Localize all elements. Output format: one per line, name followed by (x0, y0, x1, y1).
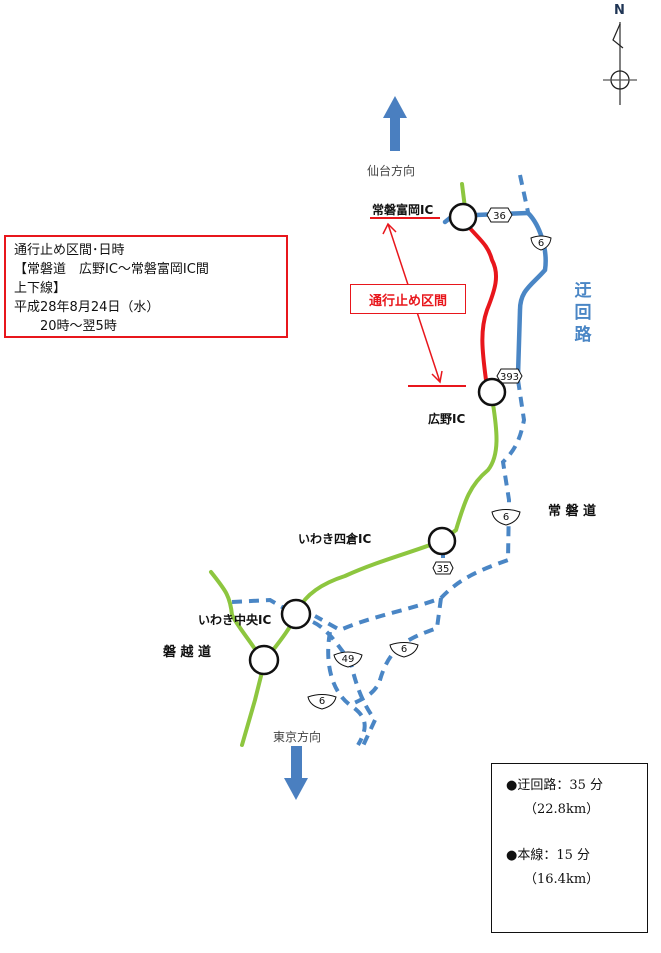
travel-time-legend: ●迂回路：35 分 （22.8km） ●本線：15 分 （16.4km） (491, 763, 648, 933)
detour-label-char: 迂 (574, 281, 592, 301)
interchange-hirono-icon (477, 377, 507, 407)
ic-label-iwaki-chuo: いわき中央IC (198, 613, 272, 627)
expressway-label-banetsu: 磐 越 道 (163, 645, 212, 660)
svg-text:49: 49 (342, 654, 355, 665)
legend-mainline-time: ●本線：15 分 (506, 848, 591, 863)
closure-title: 通行止め区間･日時 (14, 243, 125, 258)
north-direction-arrow (383, 96, 407, 151)
closure-time: 20時～翌5時 (14, 319, 117, 334)
interchange-iwaki-chuo-icon (280, 598, 312, 630)
svg-text:6: 6 (401, 644, 407, 655)
route-shield-6-joban: 6 (491, 509, 521, 526)
legend-detour-distance: （22.8km） (524, 802, 600, 817)
junction-banetsu-icon (248, 644, 280, 676)
ic-label-tomioka: 常磐富岡IC (372, 203, 434, 217)
svg-text:393: 393 (500, 372, 519, 383)
closed-section-line (466, 224, 499, 381)
svg-text:6: 6 (319, 696, 325, 707)
route-shield-6-south: 6 (307, 694, 337, 710)
closure-date: 平成28年8月24日（水） (14, 300, 160, 315)
expressway-label-joban: 常 磐 道 (548, 504, 597, 519)
closure-section-cont: 上下線】 (14, 281, 67, 296)
direction-south-label: 東京方向 (273, 730, 322, 744)
svg-text:6: 6 (538, 238, 544, 249)
route-shield-6-north: 6 (530, 235, 552, 251)
compass-icon (603, 22, 637, 105)
closed-section-label: 通行止め区間 (350, 284, 466, 314)
route-shield-6-east: 6 (389, 642, 419, 658)
ic-label-yotsukura: いわき四倉IC (298, 532, 372, 546)
north-label: N (614, 3, 625, 18)
svg-text:6: 6 (503, 512, 509, 523)
svg-text:35: 35 (437, 564, 450, 575)
route-shield-35: 35 (432, 561, 454, 575)
legend-mainline-distance: （16.4km） (524, 872, 600, 887)
svg-text:36: 36 (493, 211, 506, 222)
route-shield-49: 49 (333, 651, 363, 668)
interchange-tomioka-icon (448, 202, 478, 232)
detour-label: 迂 回 路 (573, 280, 593, 346)
interchange-yotsukura-icon (427, 526, 457, 556)
detour-label-char: 路 (574, 325, 592, 345)
closure-section: 【常磐道 広野IC～常磐富岡IC間 (14, 262, 209, 277)
route-shield-36: 36 (486, 207, 513, 223)
closure-info-box: 通行止め区間･日時 【常磐道 広野IC～常磐富岡IC間 上下線】 平成28年8月… (4, 235, 288, 338)
detour-label-char: 回 (574, 303, 592, 323)
legend-detour-time: ●迂回路：35 分 (506, 778, 604, 793)
south-direction-arrow (284, 746, 308, 800)
ic-label-hirono: 広野IC (428, 412, 466, 426)
direction-north-label: 仙台方向 (367, 164, 416, 178)
